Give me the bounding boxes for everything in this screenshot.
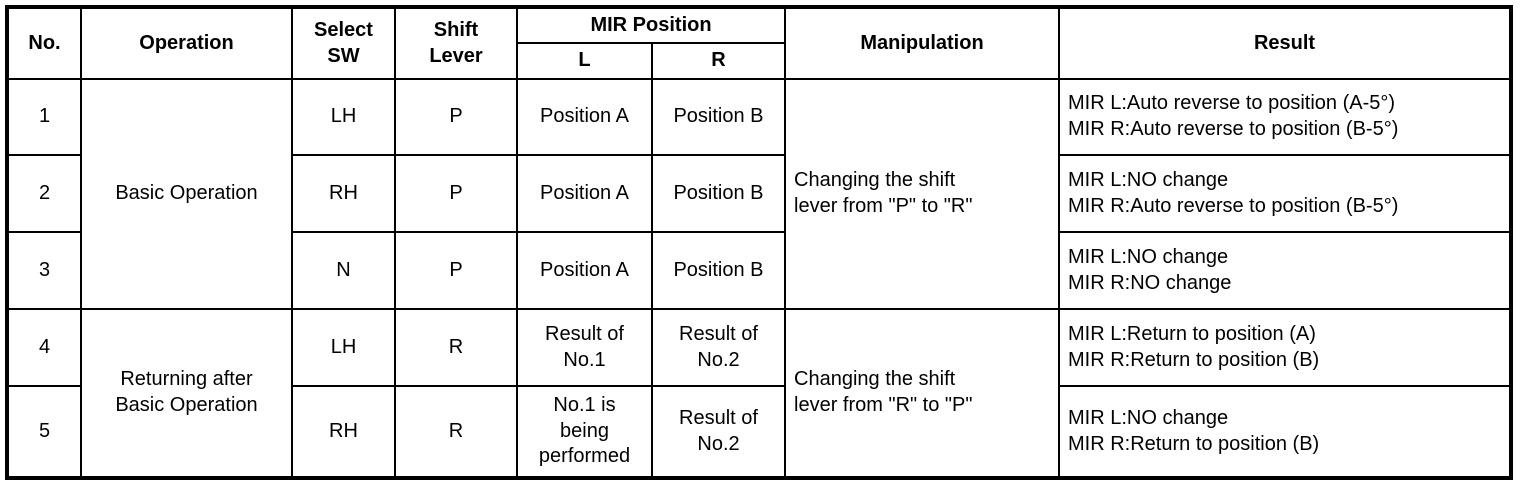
header-mir-l: L: [516, 42, 653, 80]
header-row-1: No. Operation Select SW Shift Lever MIR …: [6, 6, 1513, 80]
row4-no-cell: 4: [6, 308, 82, 387]
mir-position-operation-table: No. Operation Select SW Shift Lever MIR …: [5, 5, 1514, 480]
row5-mir-l-cell: No.1 is being performed: [516, 385, 653, 479]
row2-mir-r-cell: Position B: [650, 154, 787, 233]
row2-no-cell: 2: [6, 154, 82, 233]
header-select-sw: Select SW: [291, 6, 396, 80]
row1-shift-lever-cell: P: [394, 78, 518, 156]
header-mir-r: R: [650, 42, 787, 80]
row3-shift-lever-cell: P: [394, 231, 518, 310]
table-row-3: 3 N P Position A Position B MIR L:NO cha…: [6, 231, 1513, 310]
row3-no-cell: 3: [6, 231, 82, 310]
row2-result-cell: MIR L:NO change MIR R:Auto reverse to po…: [1058, 154, 1513, 233]
row4-shift-lever-cell: R: [394, 308, 518, 387]
header-result: Result: [1058, 6, 1513, 80]
row5-shift-lever-cell: R: [394, 385, 518, 479]
row2-shift-lever-cell: P: [394, 154, 518, 233]
row3-select-sw-cell: N: [291, 231, 396, 310]
row1-select-sw-cell: LH: [291, 78, 396, 156]
row4-mir-l-cell: Result of No.1: [516, 308, 653, 387]
row4-select-sw-cell: LH: [291, 308, 396, 387]
row1-no-cell: 1: [6, 78, 82, 156]
row1-mir-l-cell: Position A: [516, 78, 653, 156]
manipulation-p-to-r-cell: Changing the shift lever from "P" to "R": [784, 78, 1061, 310]
header-no: No.: [6, 6, 82, 80]
header-row-2: L R: [7, 42, 1511, 80]
row1-mir-r-cell: Position B: [650, 78, 787, 156]
row5-result-cell: MIR L:NO change MIR R:Return to position…: [1058, 385, 1513, 479]
row5-mir-r-cell: Result of No.2: [650, 385, 787, 479]
row1-result-cell: MIR L:Auto reverse to position (A-5°) MI…: [1058, 78, 1513, 156]
row3-mir-l-cell: Position A: [516, 231, 653, 310]
operation-basic-cell: Basic Operation: [80, 78, 293, 310]
row3-mir-r-cell: Position B: [650, 231, 787, 310]
table-row-5: 5 RH R No.1 is being performed Result of…: [6, 385, 1513, 479]
row5-select-sw-cell: RH: [291, 385, 396, 479]
row2-select-sw-cell: RH: [291, 154, 396, 233]
table-row-2: 2 RH P Position A Position B MIR L:NO ch…: [6, 154, 1513, 233]
header-manipulation: Manipulation: [784, 6, 1061, 80]
row4-result-cell: MIR L:Return to position (A) MIR R:Retur…: [1058, 308, 1513, 387]
header-shift-lever: Shift Lever: [394, 6, 518, 80]
table-row-1: 1 Basic Operation LH P Position A Positi…: [6, 78, 1513, 310]
row3-result-cell: MIR L:NO change MIR R:NO change: [1058, 231, 1513, 310]
header-mir-position: MIR Position: [515, 6, 787, 44]
row2-mir-l-cell: Position A: [516, 154, 653, 233]
row5-no-cell: 5: [6, 385, 82, 479]
manipulation-r-to-p-cell: Changing the shift lever from "R" to "P": [784, 308, 1061, 479]
operation-returning-cell: Returning after Basic Operation: [80, 308, 293, 479]
header-operation: Operation: [80, 6, 293, 80]
row4-mir-r-cell: Result of No.2: [650, 308, 787, 387]
table-row-4: 4 Returning after Basic Operation LH R R…: [6, 308, 1513, 479]
